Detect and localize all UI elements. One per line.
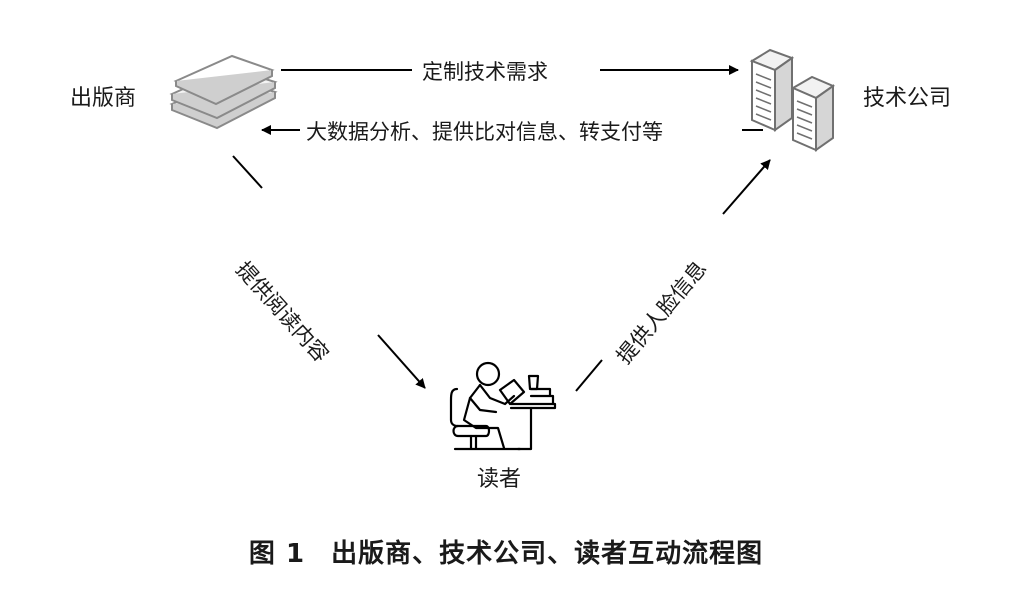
edge-publisher-to-reader: [232, 155, 426, 389]
node-label-reader: 读者: [477, 467, 522, 492]
figure-title: 出版商、技术公司、读者互动流程图: [331, 539, 764, 569]
node-label-publisher: 出版商: [70, 86, 137, 111]
server-tower-1: [749, 48, 795, 132]
edge-label-publisher-to-tech: 定制技术需求: [416, 56, 554, 86]
edge-label-tech-to-publisher: 大数据分析、提供比对信息、转支付等: [300, 116, 669, 146]
servers-icon: [749, 48, 836, 152]
figure-caption: 图 1 出版商、技术公司、读者互动流程图: [0, 533, 1012, 570]
figure-number: 图 1: [248, 539, 306, 569]
reading-person-icon: [449, 361, 557, 451]
node-label-tech-company: 技术公司: [863, 86, 952, 111]
stacked-papers-icon: [169, 54, 278, 130]
edge-reader-to-tech: [575, 159, 771, 392]
server-tower-2: [790, 75, 836, 152]
